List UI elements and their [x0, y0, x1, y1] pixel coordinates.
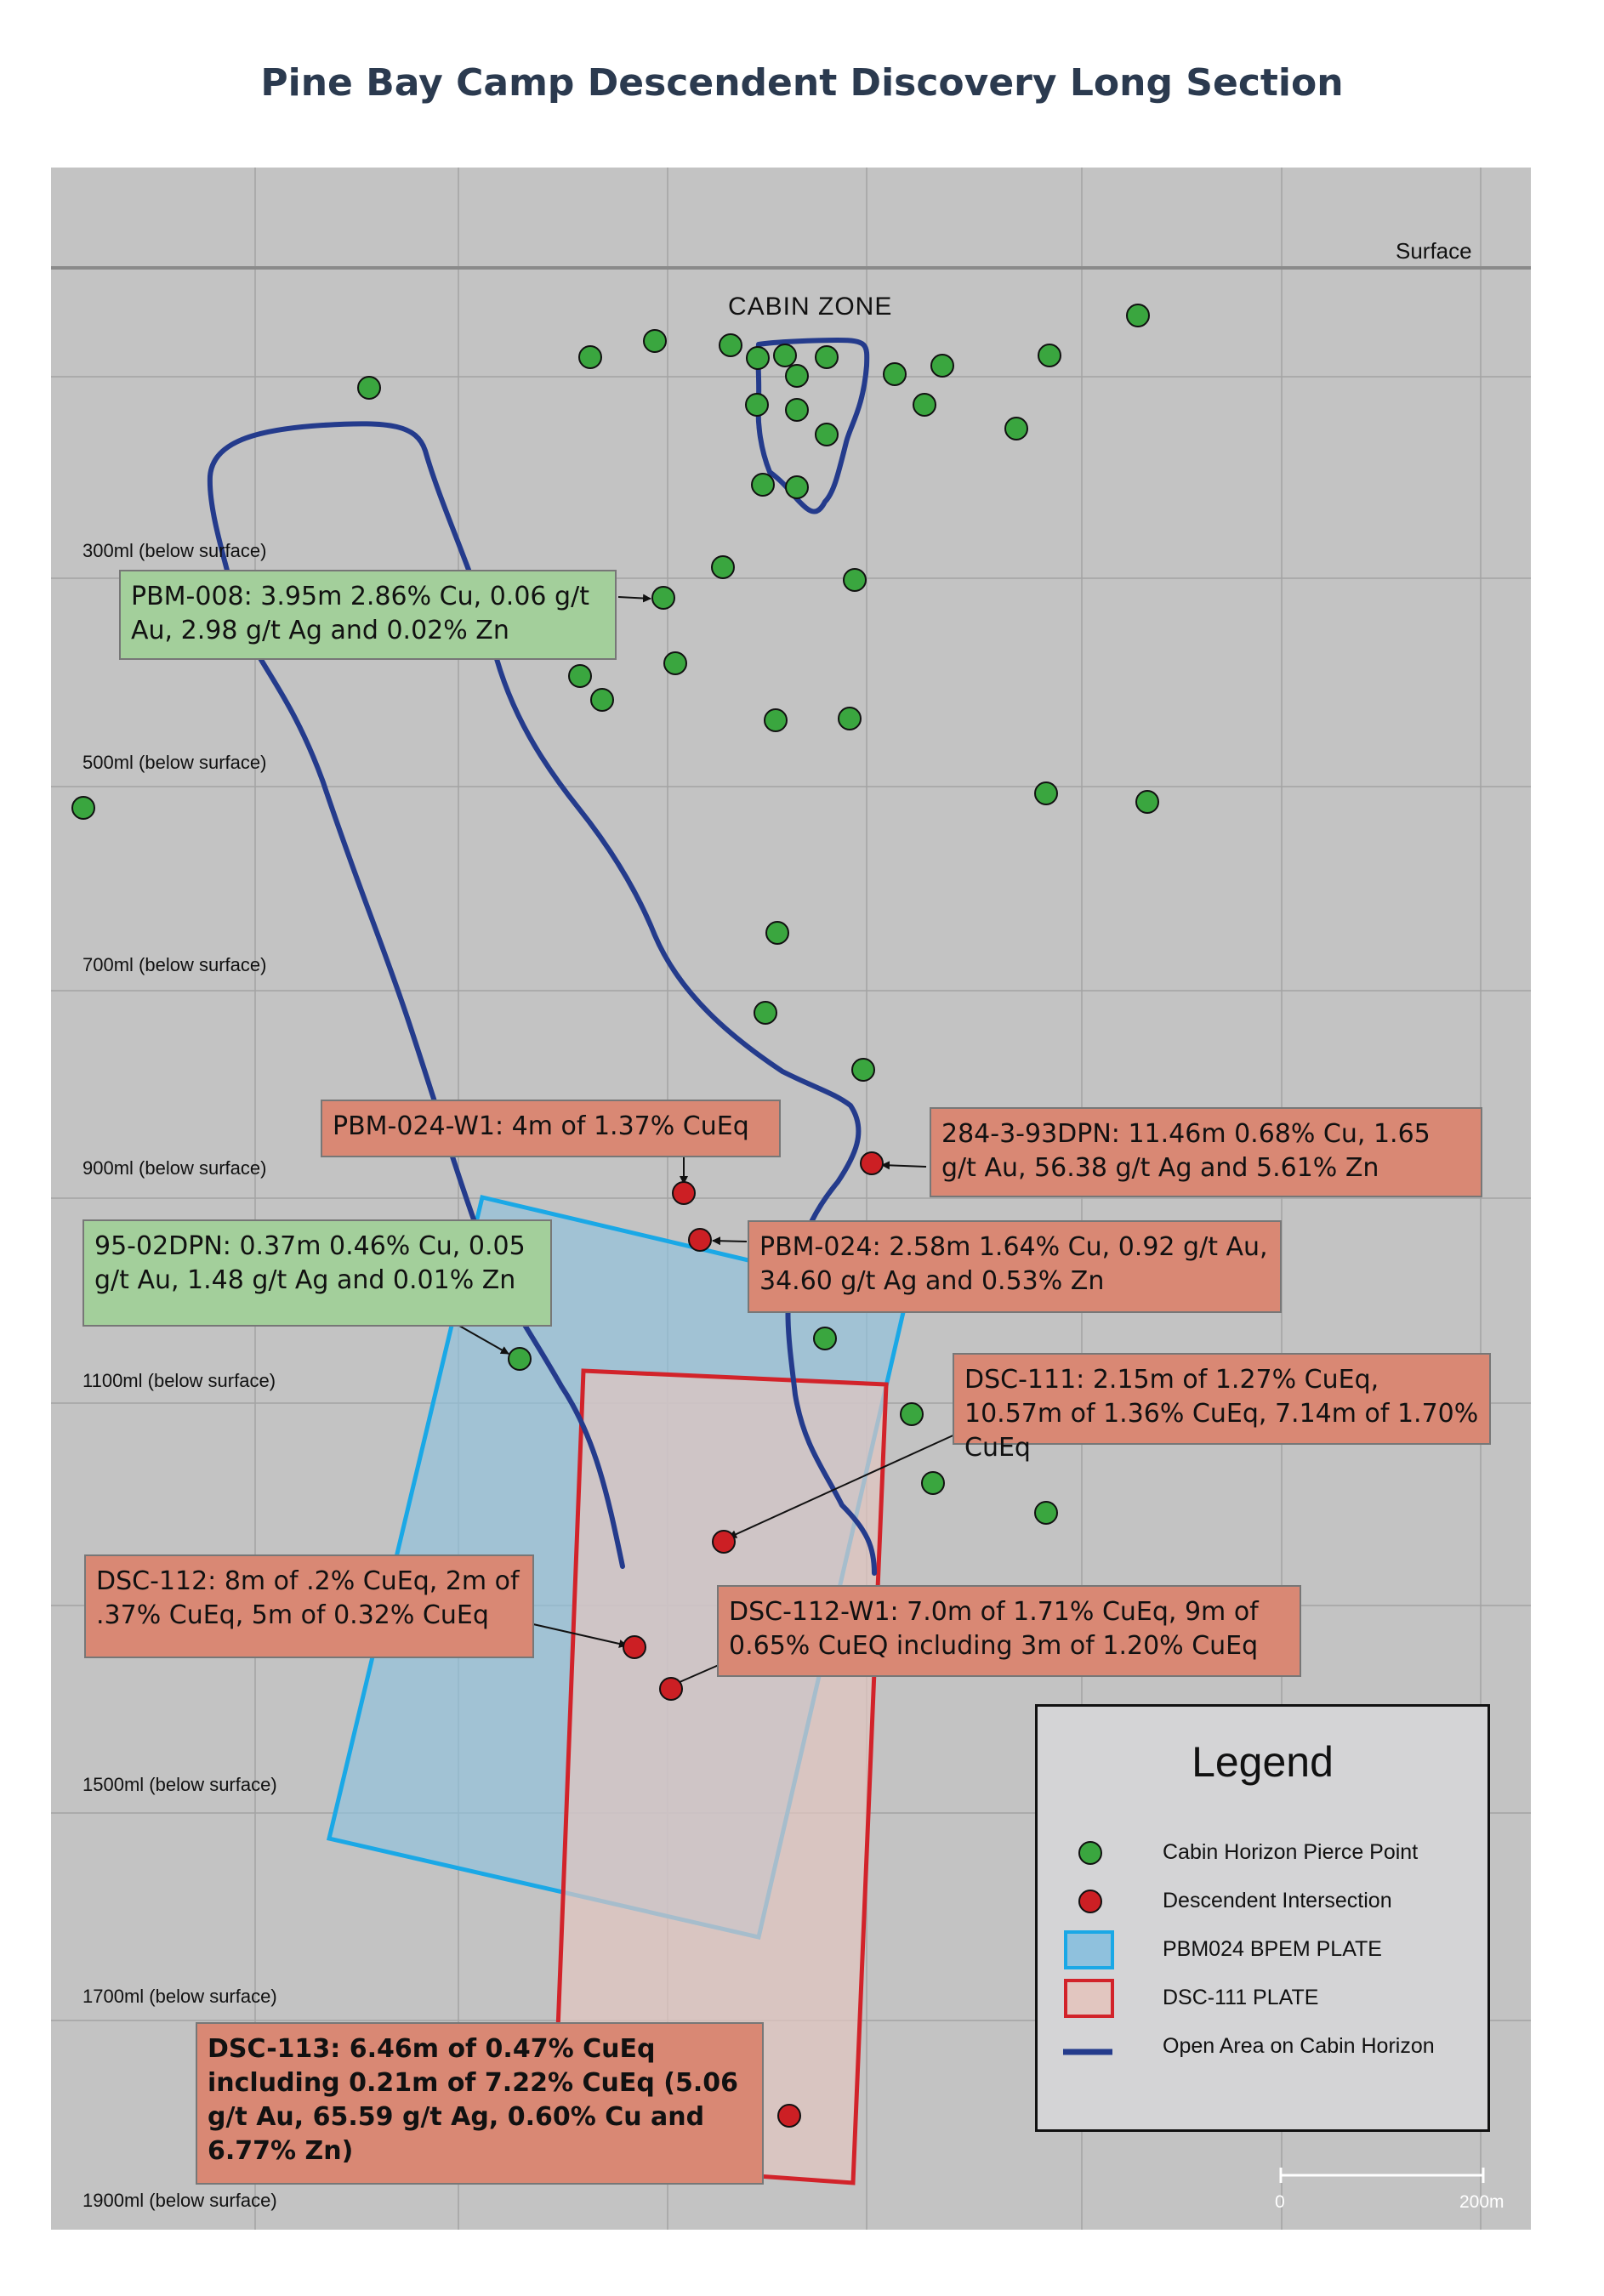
pierce-point	[1038, 344, 1061, 367]
legend-item-open-area: Open Area on Cabin Horizon	[1163, 2034, 1435, 2058]
pierce-point	[851, 1058, 875, 1082]
legend-item-bpem-plate: PBM024 BPEM PLATE	[1163, 1937, 1382, 1961]
callout-pbm-024: PBM-024: 2.58m 1.64% Cu, 0.92 g/t Au, 34…	[748, 1220, 1282, 1313]
pierce-point	[838, 707, 862, 730]
scale-bar	[1279, 2168, 1485, 2183]
pierce-point	[746, 346, 770, 370]
intersection-point	[659, 1677, 683, 1701]
callout-dsc-111: DSC-111: 2.15m of 1.27% CuEq, 10.57m of …	[953, 1353, 1491, 1463]
pierce-point	[651, 586, 675, 610]
pierce-point	[1034, 781, 1058, 805]
depth-label-1700: 1700ml (below surface)	[82, 1986, 277, 2007]
pierce-point	[1135, 790, 1159, 814]
depth-label-1100: 1100ml (below surface)	[82, 1370, 276, 1391]
pierce-points	[71, 304, 1159, 1525]
callout-dsc-112-w1: DSC-112-W1: 7.0m of 1.71% CuEq, 9m of 0.…	[717, 1585, 1301, 1677]
depth-label-700: 700ml (below surface)	[82, 954, 267, 975]
pierce-point	[1126, 304, 1150, 327]
pierce-point	[71, 796, 95, 820]
descendent-intersections	[623, 1151, 884, 2128]
pierce-point	[813, 1327, 837, 1350]
legend-intersection-icon	[1078, 1890, 1102, 1913]
pierce-point	[568, 664, 592, 688]
pierce-point	[764, 708, 788, 732]
intersection-point	[777, 2104, 801, 2128]
depth-label-500: 500ml (below surface)	[82, 752, 267, 773]
surface-label: Surface	[1396, 238, 1472, 264]
legend-item-dsc111-plate: DSC-111 PLATE	[1163, 1986, 1319, 2009]
legend-title: Legend	[1192, 1738, 1334, 1786]
depth-label-1900: 1900ml (below surface)	[82, 2190, 277, 2211]
pierce-point	[663, 651, 687, 675]
intersection-point	[623, 1635, 646, 1659]
pierce-point	[711, 555, 735, 579]
pierce-point	[578, 345, 602, 369]
depth-label-1500: 1500ml (below surface)	[82, 1774, 277, 1795]
cabin-zone-label: CABIN ZONE	[728, 293, 893, 321]
scale-min-label: 0	[1275, 2192, 1285, 2212]
intersection-point	[672, 1181, 696, 1205]
callout-arrows	[458, 594, 958, 1686]
pierce-point	[751, 473, 775, 497]
pierce-point	[900, 1402, 924, 1426]
legend-dsc111-plate-icon	[1064, 1979, 1114, 2018]
legend: Legend Cabin Horizon Pierce Point Descen…	[1035, 1704, 1490, 2132]
intersection-point	[688, 1228, 712, 1252]
pierce-point	[913, 393, 936, 417]
pierce-point	[745, 393, 769, 417]
callout-pbm-024-w1: PBM-024-W1: 4m of 1.37% CuEq	[321, 1100, 781, 1157]
pierce-point	[754, 1001, 777, 1025]
intersection-point	[712, 1530, 736, 1554]
open-area-outline-cabin	[755, 338, 870, 514]
legend-item-pierce-point: Cabin Horizon Pierce Point	[1163, 1840, 1419, 1864]
pierce-point	[843, 568, 867, 592]
pierce-point	[590, 688, 614, 712]
pierce-point	[1034, 1501, 1058, 1525]
pierce-point	[765, 921, 789, 945]
pierce-point	[883, 362, 907, 386]
callout-dsc-112: DSC-112: 8m of .2% CuEq, 2m of .37% CuEq…	[84, 1554, 534, 1658]
pierce-point	[773, 344, 797, 367]
map-title: Pine Bay Camp Descendent Discovery Long …	[260, 61, 1344, 105]
depth-label-300: 300ml (below surface)	[82, 540, 267, 561]
callout-dsc-113: DSC-113: 6.46m of 0.47% CuEq including 0…	[196, 2022, 764, 2185]
pierce-point	[785, 364, 809, 388]
pierce-point	[719, 333, 742, 357]
pierce-point	[508, 1347, 532, 1371]
pierce-point	[785, 398, 809, 422]
legend-symbols	[1063, 1841, 1114, 2055]
pierce-point	[1004, 417, 1028, 440]
scale-max-label: 200m	[1459, 2192, 1504, 2212]
dsc111-plate	[550, 1368, 889, 2185]
pierce-point	[815, 345, 839, 369]
depth-label-900: 900ml (below surface)	[82, 1157, 267, 1179]
pierce-point	[357, 376, 381, 400]
legend-bpem-plate-icon	[1064, 1930, 1114, 1969]
pierce-point	[815, 423, 839, 446]
pierce-point	[921, 1471, 945, 1495]
callout-284-3-93dpn: 284-3-93DPN: 11.46m 0.68% Cu, 1.65 g/t A…	[930, 1107, 1482, 1197]
callout-95-02dpn: 95-02DPN: 0.37m 0.46% Cu, 0.05 g/t Au, 1…	[82, 1219, 552, 1327]
intersection-point	[860, 1151, 884, 1175]
pierce-point	[785, 475, 809, 499]
legend-item-intersection: Descendent Intersection	[1163, 1889, 1392, 1912]
pierce-point	[930, 354, 954, 378]
legend-pierce-point-icon	[1078, 1841, 1102, 1865]
callout-pbm-008: PBM-008: 3.95m 2.86% Cu, 0.06 g/t Au, 2.…	[119, 570, 617, 660]
pierce-point	[643, 329, 667, 353]
